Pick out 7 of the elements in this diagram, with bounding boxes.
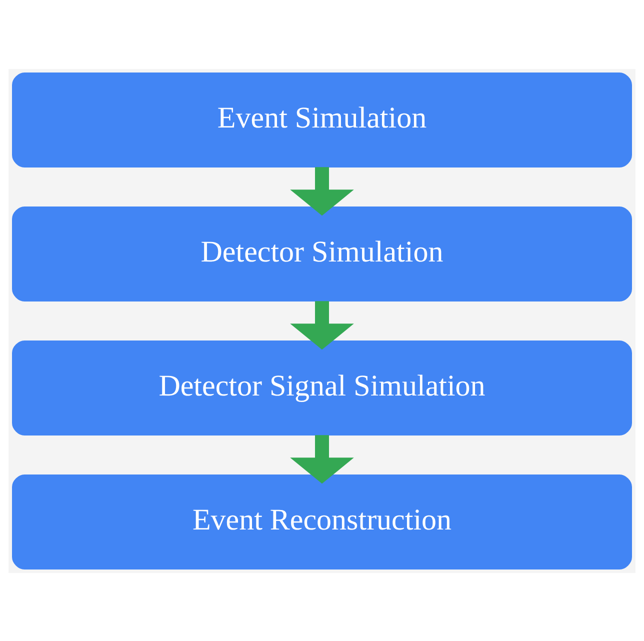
arrow [290, 166, 354, 216]
node-box: Event Reconstruction [12, 474, 632, 569]
node-box: Detector Simulation [12, 206, 632, 301]
arrow [290, 300, 354, 350]
node-box: Event Simulation [12, 72, 632, 167]
node-box: Detector Signal Simulation [12, 340, 632, 435]
arrow [290, 434, 354, 484]
